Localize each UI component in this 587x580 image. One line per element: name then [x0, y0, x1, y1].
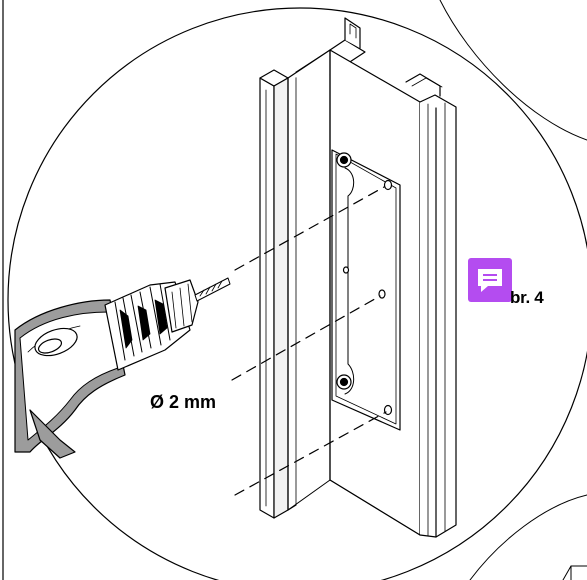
- part-corner: [562, 565, 587, 580]
- drill-diameter-label: Ø 2 mm: [150, 392, 217, 412]
- drill: [14, 277, 231, 459]
- comment-icon: [468, 258, 512, 302]
- drill-guide-lines: [231, 186, 387, 496]
- hinge-plate: [331, 149, 401, 431]
- magnification-circle: [7, 7, 587, 580]
- figure-label: br. 4: [510, 288, 544, 307]
- comment-badge[interactable]: [468, 258, 512, 302]
- detail-circle-bottom-right: [469, 494, 587, 580]
- detail-circle-top-right: [439, 0, 587, 141]
